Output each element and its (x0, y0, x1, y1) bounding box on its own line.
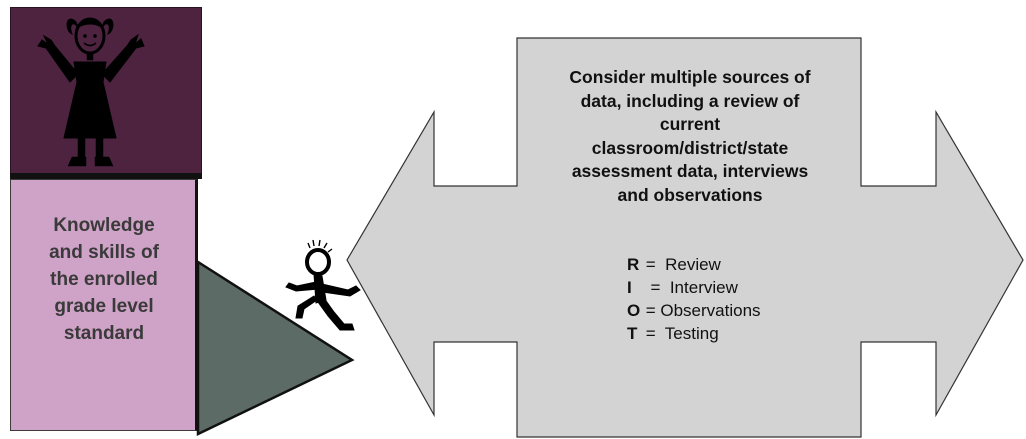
arrow-heading-line: classroom/district/state (591, 137, 789, 158)
riot-item-observations: O = Observations (627, 299, 761, 322)
pillar-label-line: Knowledge (53, 215, 155, 236)
pillar-label-line: and skills of (49, 242, 159, 263)
pillar-label: Knowledge and skills of the enrolled gra… (10, 212, 198, 347)
stick-figure-climbing-icon (285, 239, 361, 331)
arrow-heading: Consider multiple sources of data, inclu… (540, 66, 840, 207)
pillar-label-line: grade level (54, 296, 154, 317)
riot-letter: T (627, 324, 638, 343)
arrow-heading-line: data, including a review of (580, 90, 800, 111)
riot-separator: = (641, 255, 661, 274)
arrow-heading-line: and observations (617, 184, 763, 205)
pillar-bottom-block (10, 179, 198, 431)
riot-list: R = Review I = Interview O = Observation… (627, 253, 761, 345)
arrow-heading-line: assessment data, interviews (571, 161, 809, 181)
pillar-top-block (10, 7, 202, 175)
girl-cheering-icon (37, 17, 145, 167)
pillar-label-line: the enrolled (50, 269, 158, 290)
riot-word: Interview (665, 278, 738, 297)
riot-item-testing: T = Testing (627, 322, 761, 345)
riot-separator: = (641, 278, 666, 297)
pillar-label-line: standard (63, 323, 145, 344)
riot-word: Testing (660, 324, 719, 343)
double-arrow-shape (346, 37, 1024, 438)
riot-word: Observations (660, 301, 761, 320)
riot-letter: I (627, 278, 632, 297)
riot-item-review: R = Review (627, 253, 761, 276)
riot-separator: = (641, 324, 661, 343)
riot-item-interview: I = Interview (627, 276, 761, 299)
riot-word: Review (660, 255, 721, 274)
arrow-heading-line: current (659, 114, 721, 134)
pillar-divider (10, 173, 202, 179)
arrow-heading-line: Consider multiple sources of (569, 67, 811, 87)
riot-letter: R (627, 255, 640, 274)
riot-letter: O (627, 301, 641, 320)
riot-separator: = (641, 301, 661, 320)
ramp-triangle (196, 259, 355, 436)
